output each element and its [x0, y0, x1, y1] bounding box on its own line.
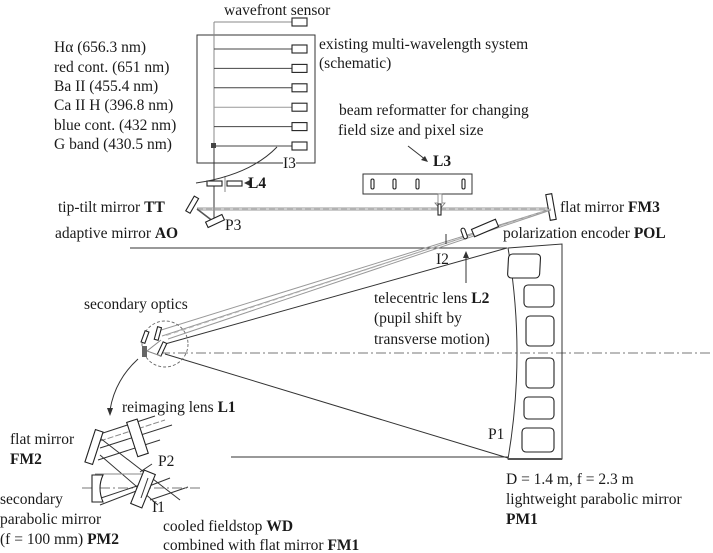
pm1-bold-label: PM1: [506, 511, 538, 528]
existing-system-label: existing multi-wavelength system: [319, 36, 528, 53]
fm2-label: flat mirror: [10, 431, 75, 448]
beamsplitter-marker: [211, 143, 216, 148]
ray-pm1-top-to-secondary: [164, 247, 508, 345]
L4-label: L4: [248, 175, 266, 192]
reformatter-label-2: field size and pixel size: [338, 122, 484, 139]
pol-label: polarization encoder POL: [503, 225, 666, 242]
channel-camera: [291, 102, 308, 112]
pm2-label-3: (f = 100 mm) PM2: [0, 531, 119, 548]
secondary-parabolic-mirror-PM2: [91, 474, 104, 503]
channel-label: G band (430.5 nm): [54, 136, 172, 153]
beam-fm3-to-tt: [197, 203, 552, 216]
lens-in-beam: [437, 203, 442, 216]
fieldstop-WD-FM1: [129, 469, 157, 509]
channel-label: Ba II (455.4 nm): [54, 78, 158, 95]
arrowhead: [463, 251, 469, 258]
reformatter-arrow-to-L3: [407, 145, 427, 161]
channel-label: blue cont. (432 nm): [54, 117, 176, 134]
secondary-optics-label: secondary optics: [84, 296, 188, 313]
I2-label: I2: [436, 251, 449, 268]
pm1-label: lightweight parabolic mirror: [506, 491, 682, 508]
l2-label-3: transverse motion): [374, 331, 490, 348]
I3-label: I3: [283, 155, 296, 172]
arrowhead: [244, 180, 250, 186]
channel-camera: [291, 83, 308, 93]
channel-camera: [291, 44, 308, 54]
fm1-label: combined with flat mirror FM1: [163, 537, 359, 553]
adaptive-mirror-AO: [204, 213, 226, 229]
flat-mirror-FM3: [545, 193, 557, 221]
primary-mirror-PM1: [507, 243, 563, 460]
channel-label: Hα (656.3 nm): [54, 39, 146, 56]
wd-label: cooled fieldstop WD: [163, 518, 293, 535]
wavefront-sensor-camera: [291, 17, 308, 27]
arrowhead: [421, 156, 428, 162]
l2-label: telecentric lens L2: [374, 290, 490, 307]
channel-camera: [291, 63, 308, 73]
adaptive-mirror-label: adaptive mirror AO: [55, 225, 178, 242]
reformatter-arrow-to-L4: [195, 146, 278, 184]
pm1-spec-label: D = 1.4 m, f = 2.3 m: [506, 471, 634, 488]
reformatter-label: beam reformatter for changing: [339, 102, 529, 119]
existing-system-sublabel: (schematic): [319, 55, 391, 72]
secondary-optics: [140, 320, 189, 368]
polarization-encoder-POL: [470, 218, 500, 238]
l2-label-2: (pupil shift by: [374, 310, 462, 327]
pm2-label: secondary: [0, 491, 63, 508]
fm3-label: flat mirror FM3: [560, 199, 660, 216]
reimaging-lens-L1: [125, 418, 149, 458]
ray-pm1-bottom-to-secondary: [164, 353, 509, 459]
channel-label: red cont. (651 nm): [54, 59, 169, 76]
wavefront-sensor-label: wavefront sensor: [224, 2, 331, 19]
fm2-bold-label: FM2: [10, 451, 42, 468]
flat-mirror-FM2: [84, 428, 104, 466]
lens-L4: [206, 176, 243, 192]
P3-label: P3: [225, 217, 242, 234]
channel-camera: [291, 122, 308, 132]
tip-tilt-label: tip-tilt mirror TT: [58, 199, 165, 216]
pm2-label-2: parabolic mirror: [0, 511, 102, 528]
P2-label: P2: [158, 453, 174, 470]
arrowhead: [107, 408, 113, 416]
channel-camera: [291, 141, 308, 151]
reimaging-detail: [82, 415, 200, 509]
beam-reformatter-L3: [362, 173, 473, 210]
P1-label: P1: [488, 426, 504, 443]
l1-label: reimaging lens L1: [122, 399, 236, 416]
channel-label: Ca II H (396.8 nm): [54, 97, 173, 114]
L3-label: L3: [433, 153, 451, 170]
tip-tilt-mirror-TT: [185, 195, 200, 215]
system-box: [196, 34, 316, 164]
detail-arrow: [109, 358, 139, 411]
multi-wavelength-system: [196, 17, 316, 218]
telecentric-lens-L2: [460, 227, 468, 240]
I1-label: I1: [152, 499, 165, 516]
P2-leader: [139, 463, 153, 473]
